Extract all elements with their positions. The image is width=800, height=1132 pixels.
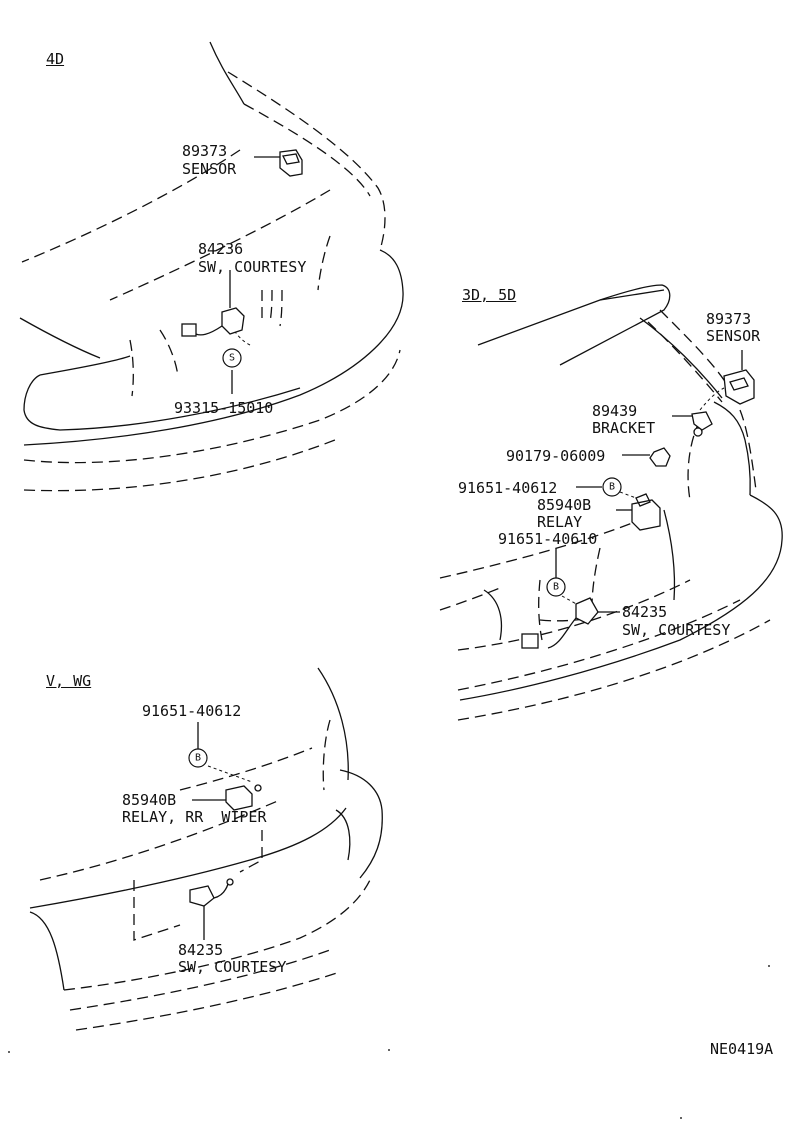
relay-85940b-3d5d xyxy=(616,491,661,531)
label-3d-switch-name: SW, COURTESY xyxy=(622,621,731,639)
label-4d-sensor-name: SENSOR xyxy=(182,160,237,178)
label-3d-bolt1-part-number: 91651-40612 xyxy=(458,479,558,497)
label-3d-sensor-name: SENSOR xyxy=(706,327,761,345)
car-body-4d xyxy=(19,41,404,492)
label-3d-bolt2-part-number: 91651-40610 xyxy=(498,530,598,548)
label-vwg-switch-part-number: 84235 xyxy=(178,941,224,959)
screw-bubble-4d: S xyxy=(222,348,242,368)
label-3d-switch-part-number: 84235 xyxy=(622,603,668,621)
label-4d-screw-part-number: 93315-15010 xyxy=(174,399,274,417)
label-4d-sensor-part-number: 89373 xyxy=(182,142,228,160)
label-3d-bracket-name: BRACKET xyxy=(592,419,656,437)
bolt-mark-text-2: B xyxy=(553,582,559,593)
label-4d-switch-name: SW, COURTESY xyxy=(198,258,307,276)
car-body-3d5d xyxy=(439,284,783,721)
sensor-89373-4d xyxy=(254,149,303,177)
label-3d-relay-part-number: 85940B xyxy=(537,496,592,514)
nut-90179 xyxy=(622,447,671,467)
label-vwg-bolt-part-number: 91651-40612 xyxy=(142,702,242,720)
bolt-bubble-3d-1: B xyxy=(576,477,622,497)
courtesy-switch-84235-3d5d xyxy=(521,597,620,649)
label-4d-switch-part-number: 84236 xyxy=(198,240,244,258)
figure-code: NE0419A xyxy=(710,1040,774,1058)
courtesy-switch-84236 xyxy=(181,270,245,394)
section-label-3d5d: 3D, 5D xyxy=(462,286,517,304)
sensor-89373-3d5d xyxy=(723,350,755,405)
label-3d-nut-part-number: 90179-06009 xyxy=(506,447,606,465)
bracket-89439 xyxy=(672,411,713,437)
courtesy-switch-84235-vwg xyxy=(189,878,234,940)
label-3d-relay-name: RELAY xyxy=(537,513,583,531)
screw-mark-text: S xyxy=(229,353,235,364)
bolt-mark-text-1: B xyxy=(609,482,615,493)
bolt-bubble-3d-2: B xyxy=(546,548,581,607)
car-body-vwg xyxy=(29,667,383,1031)
section-label-vwg: V, WG xyxy=(46,672,92,690)
section-label-4d: 4D xyxy=(46,50,65,68)
registration-marks xyxy=(8,965,770,1119)
bolt-bubble-vwg: B xyxy=(188,722,208,768)
relay-85940b-vwg xyxy=(192,784,262,811)
label-3d-bracket-part-number: 89439 xyxy=(592,402,638,420)
label-3d-sensor-part-number: 89373 xyxy=(706,310,752,328)
bolt-mark-text-vwg: B xyxy=(195,753,201,764)
label-vwg-relay-name: RELAY, RR WIPER xyxy=(122,808,267,826)
label-vwg-switch-name: SW, COURTESY xyxy=(178,958,287,976)
label-vwg-relay-part-number: 85940B xyxy=(122,791,177,809)
